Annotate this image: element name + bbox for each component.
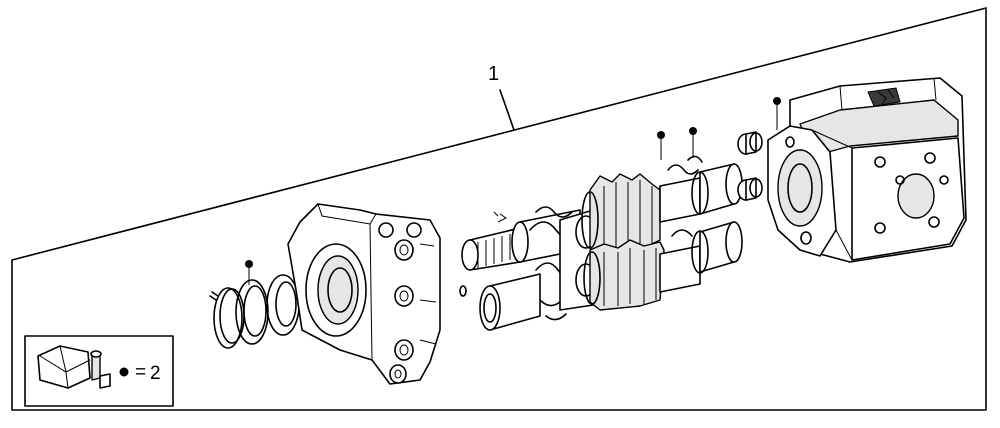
bullet-marker-icon bbox=[119, 367, 129, 377]
snap-ring-group bbox=[209, 260, 300, 349]
seal-kit-legend: = 2 bbox=[24, 335, 174, 407]
legend-count: 2 bbox=[150, 363, 161, 384]
bullet-marker-icon bbox=[245, 260, 253, 268]
legend-equals: = bbox=[135, 362, 146, 383]
driven-gear-bushing bbox=[479, 273, 541, 331]
rear-housing bbox=[767, 77, 967, 263]
dowel-pin bbox=[459, 285, 467, 297]
bullet-marker-icon bbox=[773, 97, 781, 105]
bullet-marker-icon bbox=[657, 131, 665, 139]
rear-bushings bbox=[667, 155, 743, 274]
rear-shafts bbox=[659, 177, 701, 293]
gear-pair bbox=[581, 173, 665, 311]
callout-leader bbox=[499, 89, 515, 131]
front-flange bbox=[287, 203, 441, 385]
assembly-frame bbox=[11, 7, 987, 411]
small-sleeves bbox=[737, 131, 763, 201]
bullet-marker-icon bbox=[689, 127, 697, 135]
seal-kit-icon bbox=[37, 345, 111, 389]
callout-number: 1 bbox=[488, 63, 499, 85]
flange-bolt-icon bbox=[378, 222, 422, 384]
